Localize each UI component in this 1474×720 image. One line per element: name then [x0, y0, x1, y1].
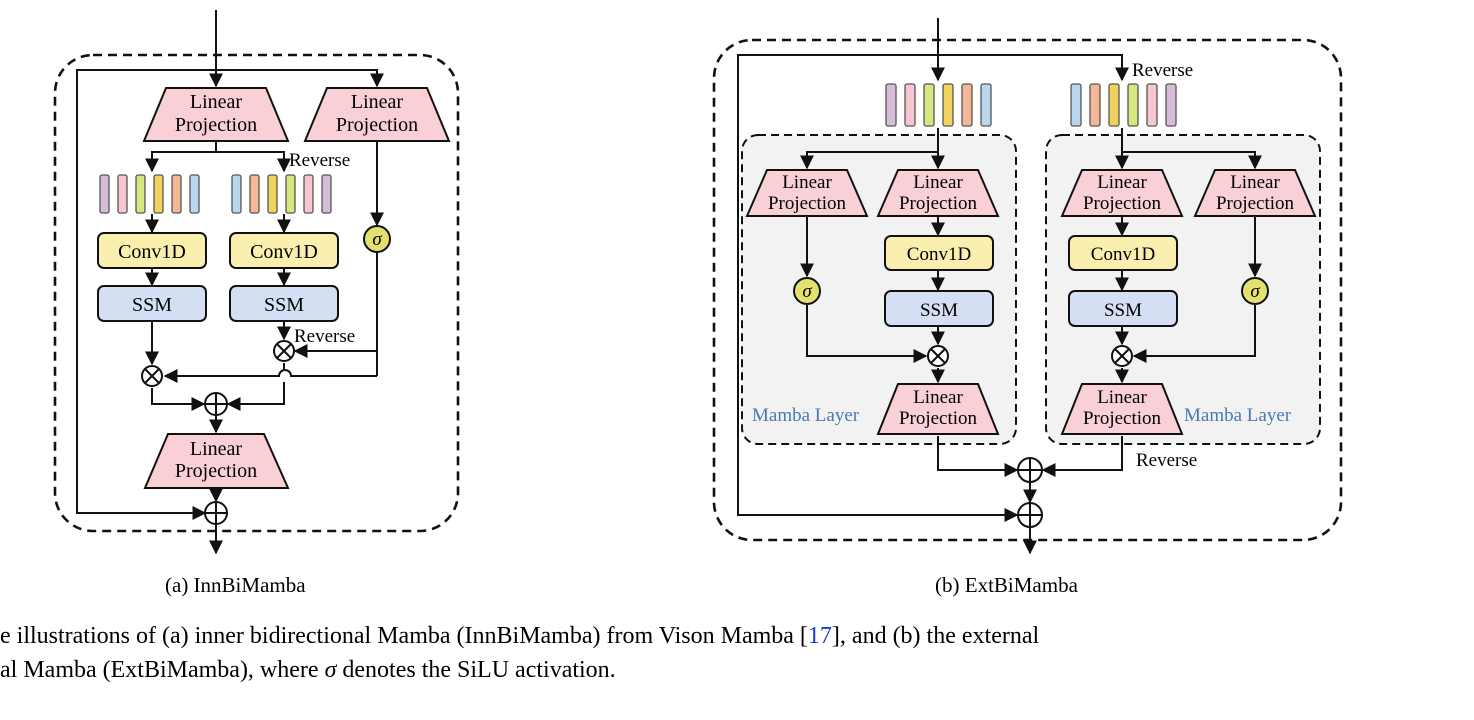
lp-label-line2: Projection — [899, 193, 978, 214]
conv1d-b-right: Conv1D — [1068, 235, 1178, 271]
lp-label-line2: Projection — [175, 114, 257, 136]
token-sequence-forward-b — [885, 83, 992, 127]
linear-projection-b-left-gate: Linear Projection — [745, 169, 869, 217]
lp-label-line2: Projection — [175, 460, 257, 482]
lp-label-line1: Linear — [782, 172, 832, 193]
multiply-node — [273, 340, 295, 362]
ssm-label: SSM — [264, 294, 304, 316]
ssm-a-forward: SSM — [97, 285, 207, 322]
token-sequence-forward — [99, 174, 200, 214]
sigma-label: σ — [802, 281, 812, 302]
lp-label-line1: Linear — [190, 91, 243, 113]
caption-text: ], and (b) the external — [831, 623, 1040, 649]
linear-projection-a2: Linear Projection — [303, 87, 451, 142]
figure-caption-line1: he illustrations of (a) inner bidirectio… — [0, 620, 1039, 653]
mamba-layer-label-left: Mamba Layer — [752, 405, 860, 426]
caption-text: denotes the SiLU activation. — [336, 657, 616, 683]
reverse-label: Reverse — [289, 150, 350, 171]
conv1d-a-reverse: Conv1D — [229, 232, 339, 269]
lp-label-line2: Projection — [336, 114, 418, 136]
ssm-label: SSM — [920, 300, 958, 321]
sigma-symbol: σ — [324, 657, 337, 683]
innbimamba-panel: Linear Projection Linear Projection Line… — [53, 10, 460, 555]
outer-dashed-block-b — [712, 38, 1343, 542]
conv-label: Conv1D — [118, 241, 186, 263]
add-node — [1017, 502, 1043, 528]
lp-label-line2: Projection — [1083, 408, 1162, 429]
lp-label-line2: Projection — [1083, 193, 1162, 214]
multiply-node — [1111, 345, 1133, 367]
ssm-a-reverse: SSM — [229, 285, 339, 322]
sigma-b-right: σ — [1241, 277, 1269, 305]
conv-label: Conv1D — [1091, 244, 1155, 265]
lp-label-line2: Projection — [768, 193, 847, 214]
ssm-label: SSM — [1104, 300, 1142, 321]
add-node — [1017, 457, 1043, 483]
mamba-layer-label-right: Mamba Layer — [1184, 405, 1292, 426]
caption-text: he illustrations of (a) inner bidirectio… — [0, 623, 808, 649]
multiply-node — [141, 365, 163, 387]
linear-projection-b-right-out: Linear Projection — [1060, 383, 1184, 435]
sigma-label: σ — [372, 229, 382, 250]
linear-projection-b-right-gate: Linear Projection — [1193, 169, 1317, 217]
lp-label-line1: Linear — [1097, 387, 1147, 408]
lp-label-line2: Projection — [899, 408, 978, 429]
sigma-label: σ — [1250, 281, 1260, 302]
lp-label-line1: Linear — [1097, 172, 1147, 193]
linear-projection-a1: Linear Projection — [142, 87, 290, 142]
token-sequence-reverse — [231, 174, 332, 214]
lp-label-line1: Linear — [351, 91, 404, 113]
ssm-b-left: SSM — [884, 290, 994, 327]
linear-projection-a3: Linear Projection — [143, 433, 290, 489]
subcaption-b: (b) ExtBiMamba — [935, 573, 1078, 597]
linear-projection-b-right-main: Linear Projection — [1060, 169, 1184, 217]
add-node — [204, 501, 228, 525]
lp-label-line1: Linear — [913, 172, 963, 193]
caption-text: nal Mamba (ExtBiMamba), where — [0, 657, 325, 683]
extbimamba-panel: Reverse Reverse Linear Projection — [712, 18, 1343, 555]
conv-label: Conv1D — [907, 244, 971, 265]
sigma-a: σ — [363, 225, 391, 253]
lp-label-line1: Linear — [913, 387, 963, 408]
figure-caption-line2: nal Mamba (ExtBiMamba), where σ denotes … — [0, 654, 616, 687]
multiply-node — [927, 345, 949, 367]
token-sequence-reverse-b — [1070, 83, 1177, 127]
conv1d-a-forward: Conv1D — [97, 232, 207, 269]
sigma-b-left: σ — [793, 277, 821, 305]
ssm-b-right: SSM — [1068, 290, 1178, 327]
reverse-label: Reverse — [294, 326, 355, 347]
outer-dashed-block-a — [53, 53, 460, 533]
conv1d-b-left: Conv1D — [884, 235, 994, 271]
lp-label-line1: Linear — [190, 438, 243, 460]
reverse-label: Reverse — [1132, 60, 1193, 81]
lp-label-line1: Linear — [1230, 172, 1280, 193]
ssm-label: SSM — [132, 294, 172, 316]
citation-link[interactable]: 17 — [807, 623, 832, 649]
conv-label: Conv1D — [250, 241, 318, 263]
linear-projection-b-left-out: Linear Projection — [876, 383, 1000, 435]
subcaption-a: (a) InnBiMamba — [165, 573, 306, 597]
lp-label-line2: Projection — [1216, 193, 1295, 214]
reverse-label: Reverse — [1136, 450, 1197, 471]
linear-projection-b-left-main: Linear Projection — [876, 169, 1000, 217]
add-node — [204, 392, 228, 416]
